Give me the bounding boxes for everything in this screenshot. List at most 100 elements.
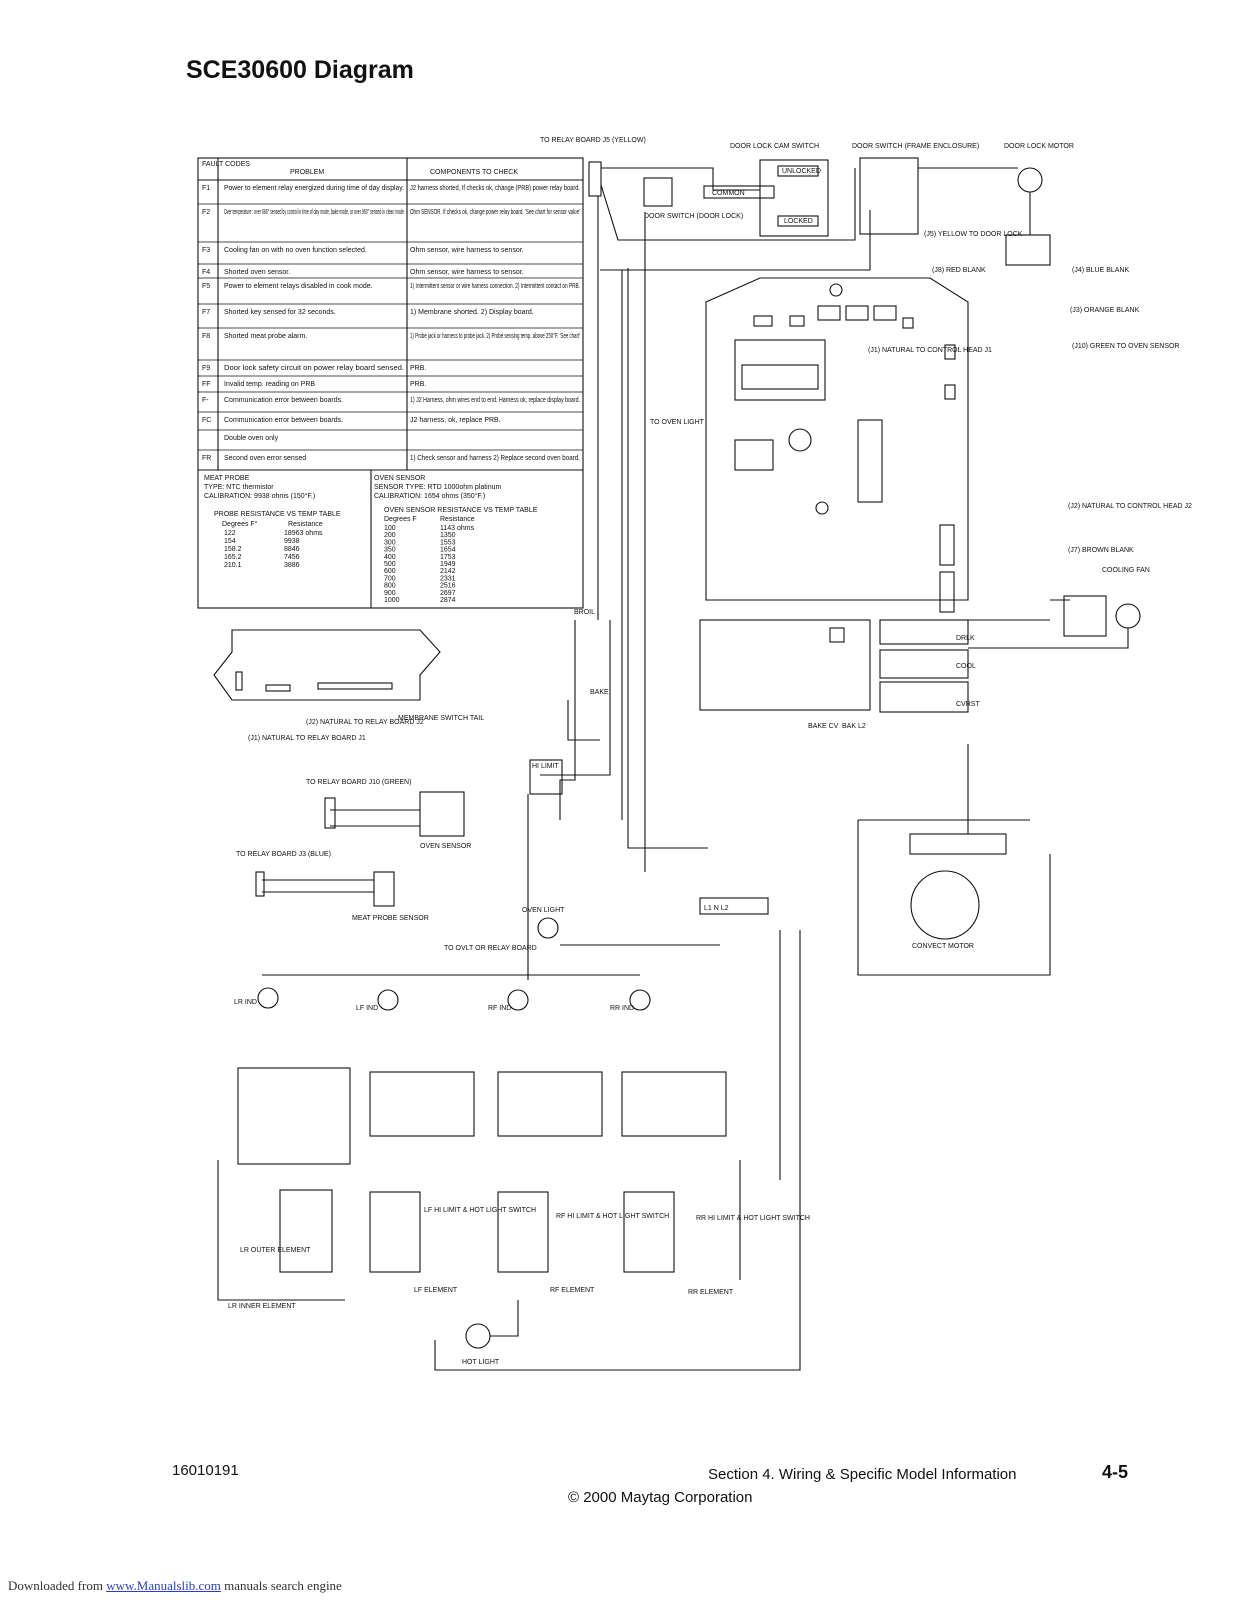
sensor-table-cell: 500 [384,561,396,568]
fault-problem: Second oven error sensed [224,455,306,462]
rf-switch [497,1071,603,1137]
fault-check: Ohm sensor, wire harness to sensor. [410,269,524,276]
label-hi-limit: HI LIMIT [532,763,560,770]
power-relay-board [705,277,969,601]
fault-problem: Shorted oven sensor. [224,269,290,276]
label-drlk: DRLK [956,635,975,642]
fault-code: F9 [202,365,210,372]
probe-table-cell: 18963 ohms [284,530,323,537]
fault-code: FR [202,455,211,462]
sensor-table-cell: 400 [384,554,396,561]
label-broil: BROIL [574,609,595,616]
label-hot-light: HOT LIGHT [462,1359,500,1366]
label-rr-ind: RR IND [610,1005,634,1012]
fault-problem: Over temperature : over 680° sensed by c… [224,208,404,216]
sensor-table-cell: 1753 [440,554,456,561]
label-j3-orange: (J3) ORANGE BLANK [1070,307,1140,314]
label-oven-sensor: OVEN SENSOR [420,843,471,850]
label-rf-ind: RF IND [488,1005,511,1012]
fault-problem: Power to element relay energized during … [224,185,404,192]
label-membrane-tail: MEMBRANE SWITCH TAIL [398,715,484,722]
fault-code: F8 [202,333,210,340]
fault-check: J2 harness, ok, replace PRB. [410,417,501,424]
oven-sensor-table-title: OVEN SENSOR RESISTANCE VS TEMP TABLE [384,507,538,514]
sensor-table-cell: 1000 [384,597,400,604]
fault-problem: Shorted key sensed for 32 seconds. [224,309,336,316]
oven-sensor-heading: OVEN SENSOR [374,475,425,482]
fault-problem: Communication error between boards. [224,397,343,404]
label-j1-natural: (J1) NATURAL TO CONTROL HEAD J1 [868,347,992,354]
label-door-lock-motor: DOOR LOCK MOTOR [1004,143,1074,150]
fault-check: Ohm sensor, wire harness to sensor. [410,247,524,254]
label-door-switch-lock: DOOR SWITCH (DOOR LOCK) [644,213,743,220]
label-lr-ind: LR IND [234,999,257,1006]
label-door-switch-frame: DOOR SWITCH (FRAME ENCLOSURE) [852,143,979,150]
sensor-table-cell: 1143 ohms [440,525,475,532]
components-header: COMPONENTS TO CHECK [430,169,518,176]
oven-sensor-calibration: CALIBRATION: 1654 ohms (350°F.) [374,492,485,500]
probe-table-cell: 210.1 [224,562,242,569]
fault-check: 1) Check sensor and harness 2) Replace s… [410,455,580,462]
sensor-table-cell: 2697 [440,590,456,597]
label-rf-element: RF ELEMENT [550,1287,595,1294]
sensor-table-cell: 2516 [440,583,456,590]
sensor-table-cell: 1949 [440,561,456,568]
fault-problem: Power to element relays disabled in cook… [224,283,373,290]
label-bake-cv: BAKE CV [808,723,839,730]
label-cvrst: CVRST [956,701,980,708]
control-head [213,629,441,701]
lf-switch [369,1071,475,1137]
fault-codes-header: FAULT CODES [202,161,250,168]
copyright: © 2000 Maytag Corporation [568,1489,753,1506]
sensor-table-cell: 900 [384,590,396,597]
download-prefix: Downloaded from [8,1578,107,1593]
label-locked: LOCKED [784,218,813,225]
fault-check: J2 harness shorted, If checks ok, change… [410,185,580,192]
label-convect-motor: CONVECT MOTOR [912,943,974,950]
label-to-ovlt: TO OVLT OR RELAY BOARD [444,945,537,952]
fault-code: F3 [202,247,210,254]
fault-check: Ohm SENSOR. If checks ok, change power r… [410,209,580,216]
fault-problem: Door lock safety circuit on power relay … [224,365,404,372]
fault-code: F5 [202,283,210,290]
probe-table-cell: 7456 [284,554,300,561]
probe-table-cell: 165.2 [224,554,242,561]
label-lf-switch: LF HI LIMIT & HOT LIGHT SWITCH [424,1207,536,1214]
download-suffix: manuals search engine [220,1578,342,1593]
label-door-lock-cam: DOOR LOCK CAM SWITCH [730,143,819,150]
fault-table-frame [197,157,584,609]
fault-code: F1 [202,185,210,192]
label-lr-inner: LR INNER ELEMENT [228,1303,296,1310]
fault-check: PRB. [410,381,426,388]
label-j2-natural: (J2) NATURAL TO CONTROL HEAD J2 [1068,503,1192,510]
fault-problem: Invalid temp. reading on PRB [224,381,315,388]
sensor-table-cell: 700 [384,575,396,582]
fault-problem: Double oven only [224,435,279,442]
fault-problem: Cooling fan on with no oven function sel… [224,247,367,254]
label-terminal-block: L1 N L2 [704,905,729,912]
probe-table-cell: 154 [224,538,236,545]
probe-table-cell: 9938 [284,538,300,545]
label-lf-element: LF ELEMENT [414,1287,458,1294]
probe-table-cell: 158.2 [224,546,242,553]
sensor-table-cell: 1350 [440,532,456,539]
probe-table-cell: 3886 [284,562,300,569]
fault-check: 1) Probe jack or harness to probe jack. … [410,332,580,340]
probe-table-cell: 8846 [284,546,300,553]
sensor-table-cell: 2874 [440,597,456,604]
label-lr-outer: LR OUTER ELEMENT [240,1247,311,1254]
fault-check: 1) J2 Harness, ohm wires end to end. Har… [410,397,580,404]
sensor-table-cell: 350 [384,547,396,554]
sensor-table-cell: 300 [384,539,396,546]
fault-code: FC [202,417,211,424]
label-rr-element: RR ELEMENT [688,1289,734,1296]
meat-probe-heading: MEAT PROBE [204,475,250,482]
label-bak-l2: BAK L2 [842,723,866,730]
sensor-table-cell: 800 [384,583,396,590]
lr-switch [237,1067,351,1165]
fault-problem: Communication error between boards. [224,417,343,424]
label-to-relay-j5: TO RELAY BOARD J5 (YELLOW) [540,137,646,144]
manualslib-link[interactable]: www.Manualslib.com [106,1578,221,1593]
page-number: 4-5 [1102,1462,1129,1482]
